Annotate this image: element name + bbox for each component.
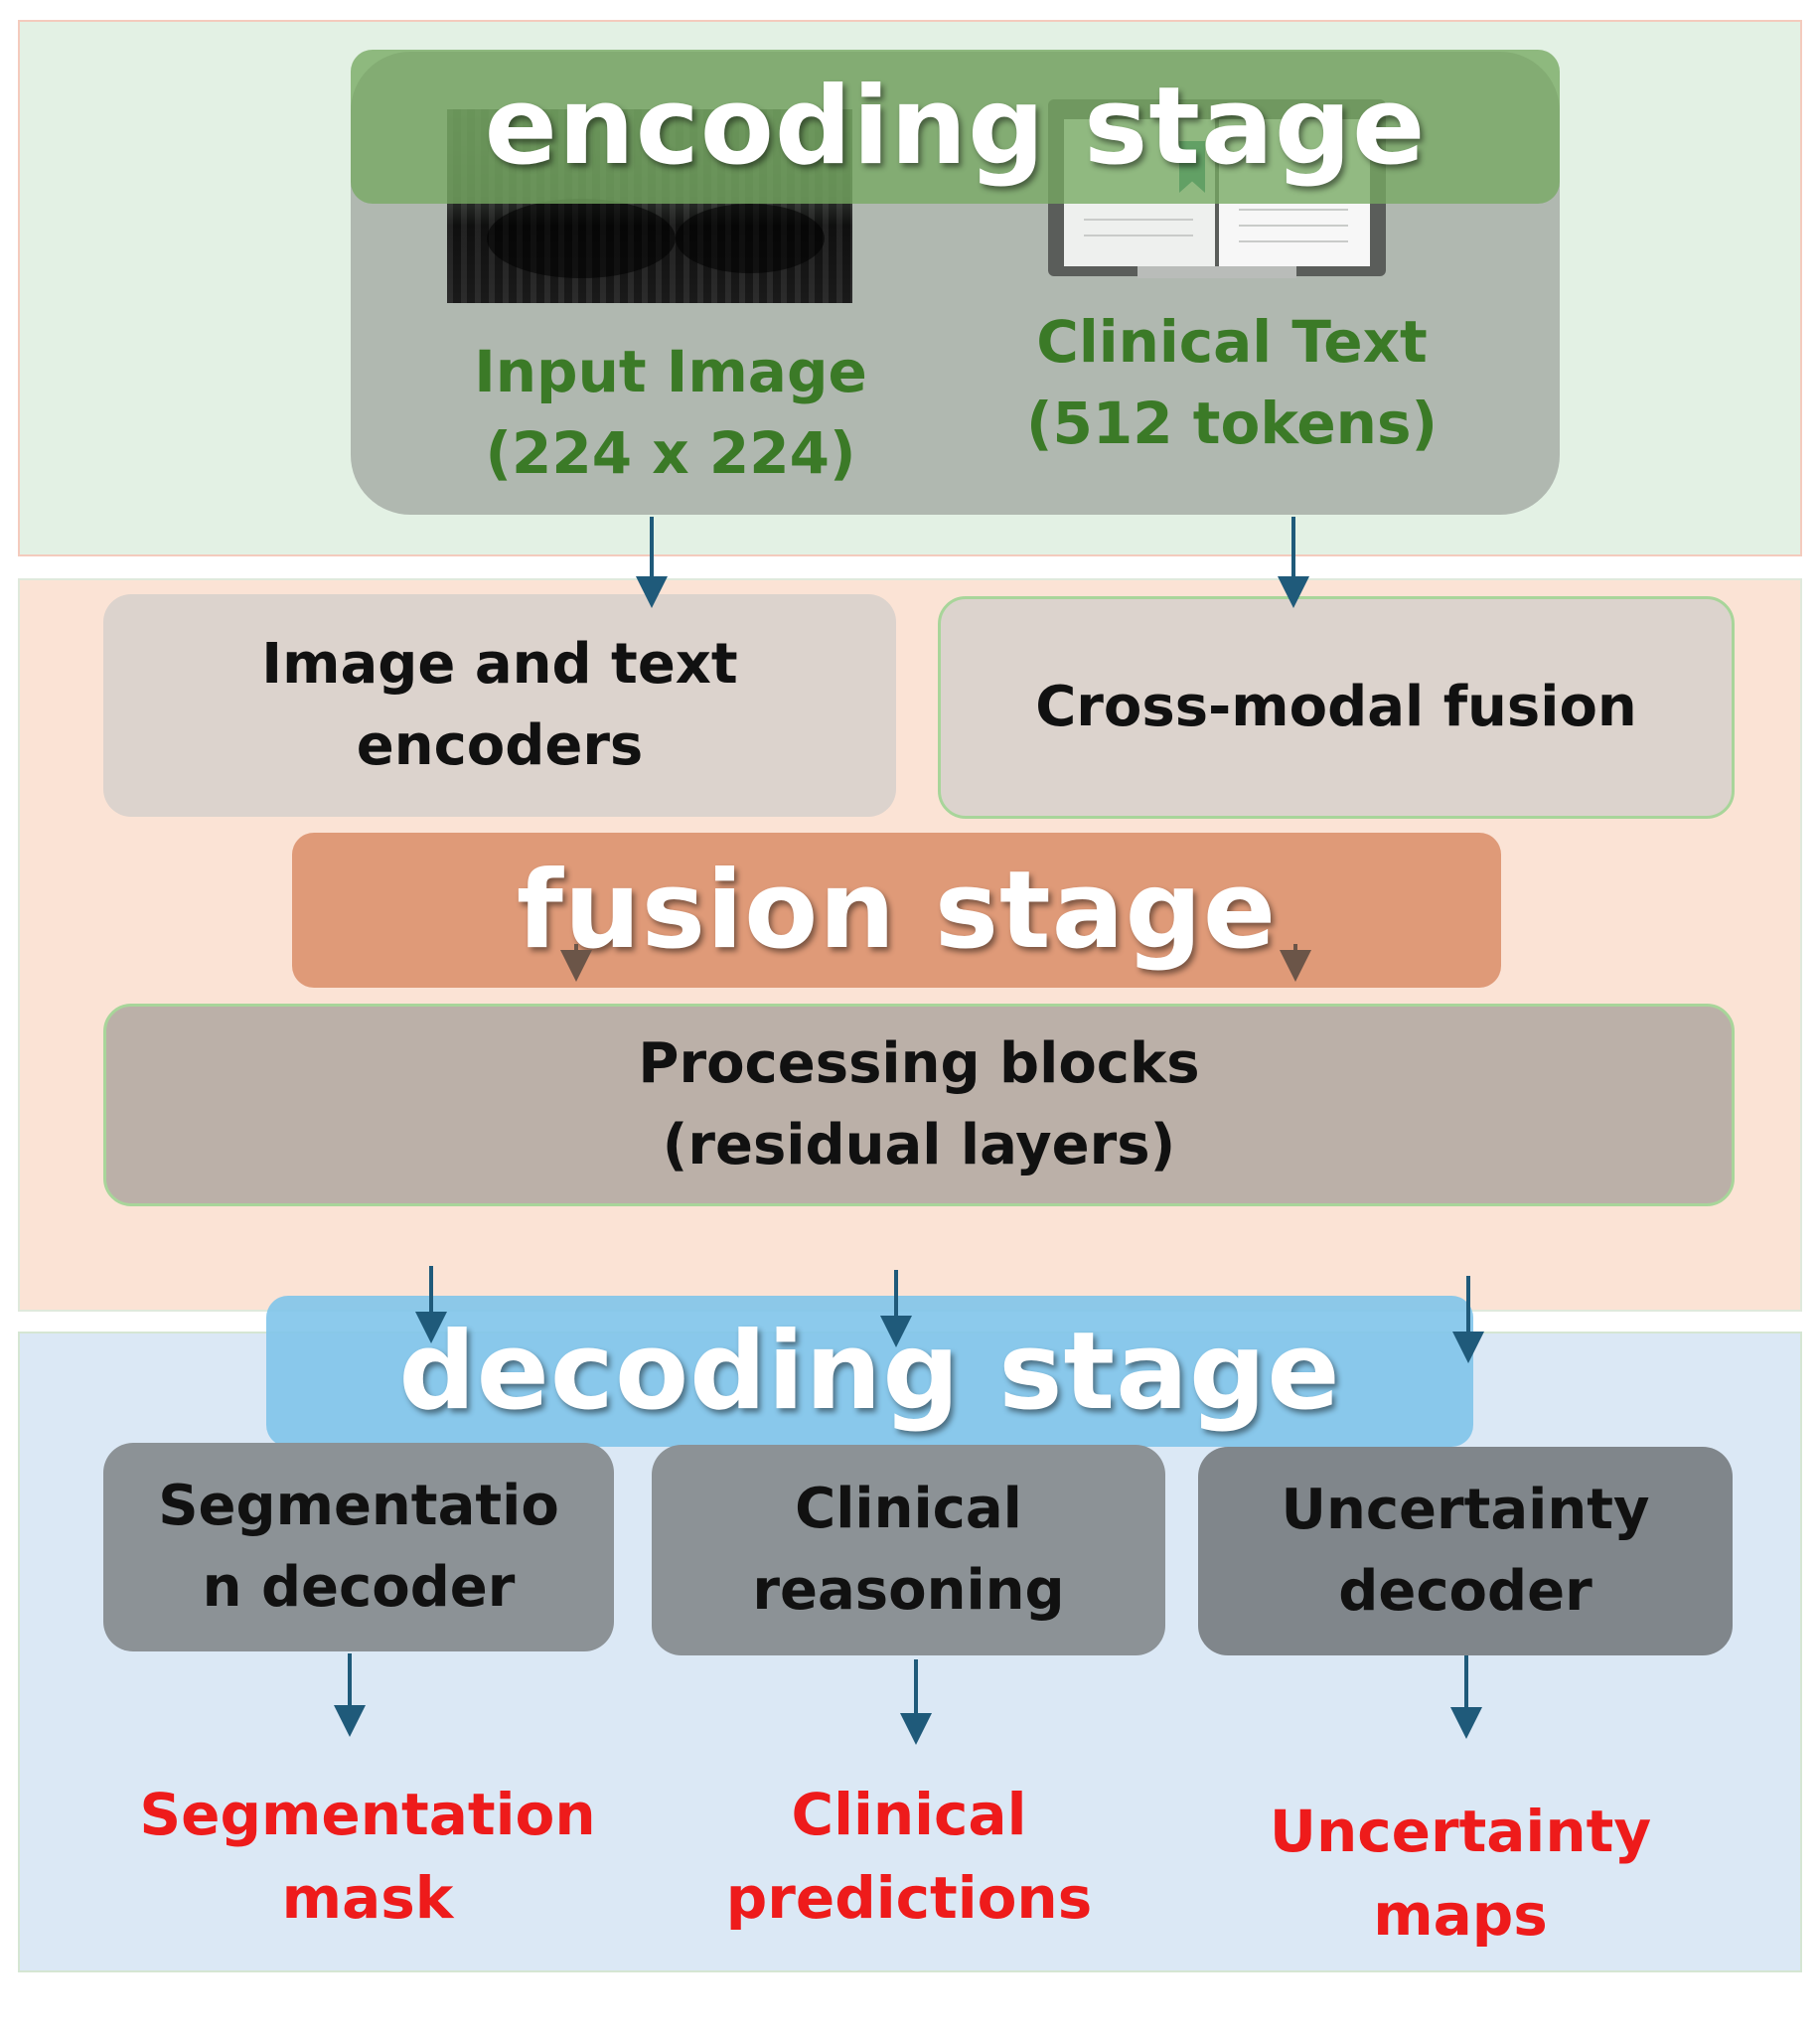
decoding-stage-title: decoding stage xyxy=(398,1309,1341,1434)
cross-modal-fusion-label: Cross-modal fusion xyxy=(1035,675,1637,739)
clinical-reasoning-line2: reasoning xyxy=(752,1558,1065,1623)
input-image-label: Input Image (224 x 224) xyxy=(437,328,904,497)
encoders-box: Image and text encoders xyxy=(103,594,896,817)
encoding-stage-banner: encoding stage xyxy=(351,50,1560,204)
segmentation-decoder-box: Segmentatio n decoder xyxy=(103,1443,614,1651)
uncertainty-maps-output: Uncertainty maps xyxy=(1202,1784,1719,1962)
uncertainty-decoder-line1: Uncertainty xyxy=(1281,1478,1650,1542)
clinical-text-label: Clinical Text (512 tokens) xyxy=(1003,298,1460,467)
encoders-line1: Image and text xyxy=(261,632,738,697)
processing-line1: Processing blocks xyxy=(638,1031,1200,1096)
processing-line2: (residual layers) xyxy=(662,1113,1176,1177)
uncertainty-maps-line1: Uncertainty xyxy=(1269,1798,1652,1865)
segmentation-decoder-line2: n decoder xyxy=(202,1555,516,1620)
fusion-stage-banner: fusion stage xyxy=(292,833,1501,988)
clinical-text-title: Clinical Text xyxy=(1036,308,1428,376)
cross-modal-fusion-box: Cross-modal fusion xyxy=(938,596,1735,819)
clinical-predictions-line1: Clinical xyxy=(791,1781,1027,1848)
clinical-reasoning-line1: Clinical xyxy=(795,1477,1022,1541)
uncertainty-decoder-line2: decoder xyxy=(1338,1559,1592,1624)
segmentation-mask-line1: Segmentation xyxy=(139,1781,596,1848)
uncertainty-decoder-box: Uncertainty decoder xyxy=(1198,1447,1733,1655)
processing-blocks-box: Processing blocks (residual layers) xyxy=(103,1004,1735,1206)
encoders-line2: encoders xyxy=(356,713,644,778)
decoding-stage-banner: decoding stage xyxy=(266,1296,1473,1447)
clinical-predictions-output: Clinical predictions xyxy=(656,1767,1162,1946)
input-image-title: Input Image xyxy=(474,338,867,405)
clinical-predictions-line2: predictions xyxy=(725,1864,1093,1932)
segmentation-mask-output: Segmentation mask xyxy=(119,1767,616,1946)
uncertainty-maps-line2: maps xyxy=(1373,1881,1548,1949)
encoding-stage-title: encoding stage xyxy=(484,65,1427,189)
clinical-reasoning-box: Clinical reasoning xyxy=(652,1445,1165,1655)
clinical-text-size: (512 tokens) xyxy=(1025,390,1438,457)
input-image-size: (224 x 224) xyxy=(485,419,856,487)
segmentation-decoder-line1: Segmentatio xyxy=(158,1474,559,1538)
segmentation-mask-line2: mask xyxy=(281,1864,454,1932)
fusion-stage-title: fusion stage xyxy=(516,848,1278,973)
